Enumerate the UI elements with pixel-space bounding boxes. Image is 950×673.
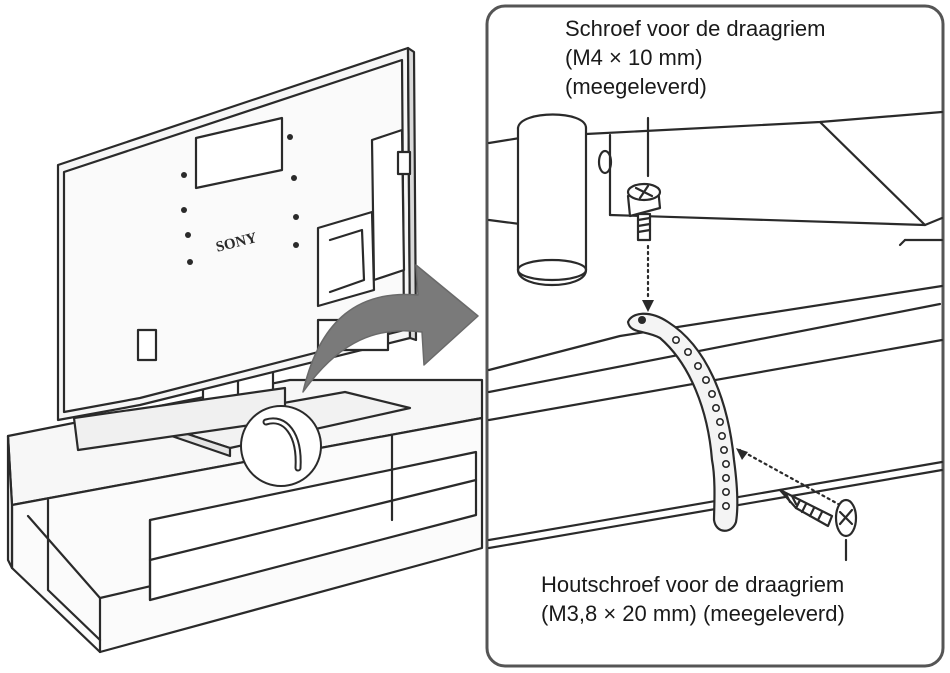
strap-screw [626, 182, 662, 242]
label-line: Houtschroef voor de draagriem [541, 572, 845, 597]
detail-panel [485, 4, 945, 668]
zoom-arrow [302, 264, 479, 393]
label-line: (M4 × 10 mm) [565, 45, 703, 70]
guide-lines [642, 116, 848, 562]
label-line: (M3,8 × 20 mm) (meegeleverd) [541, 601, 845, 626]
strap-screw-label: Schroef voor de draagriem (M4 × 10 mm) (… [565, 14, 825, 101]
label-line: Schroef voor de draagriem [565, 16, 826, 41]
detail-pedestal [516, 113, 613, 286]
tv-set [56, 46, 418, 452]
wood-screw-label: Houtschroef voor de draagriem (M3,8 × 20… [541, 570, 845, 628]
wood-screw [778, 488, 858, 538]
zoom-circle [240, 405, 322, 487]
carrying-strap [626, 312, 739, 532]
label-line: (meegeleverd) [565, 74, 707, 99]
